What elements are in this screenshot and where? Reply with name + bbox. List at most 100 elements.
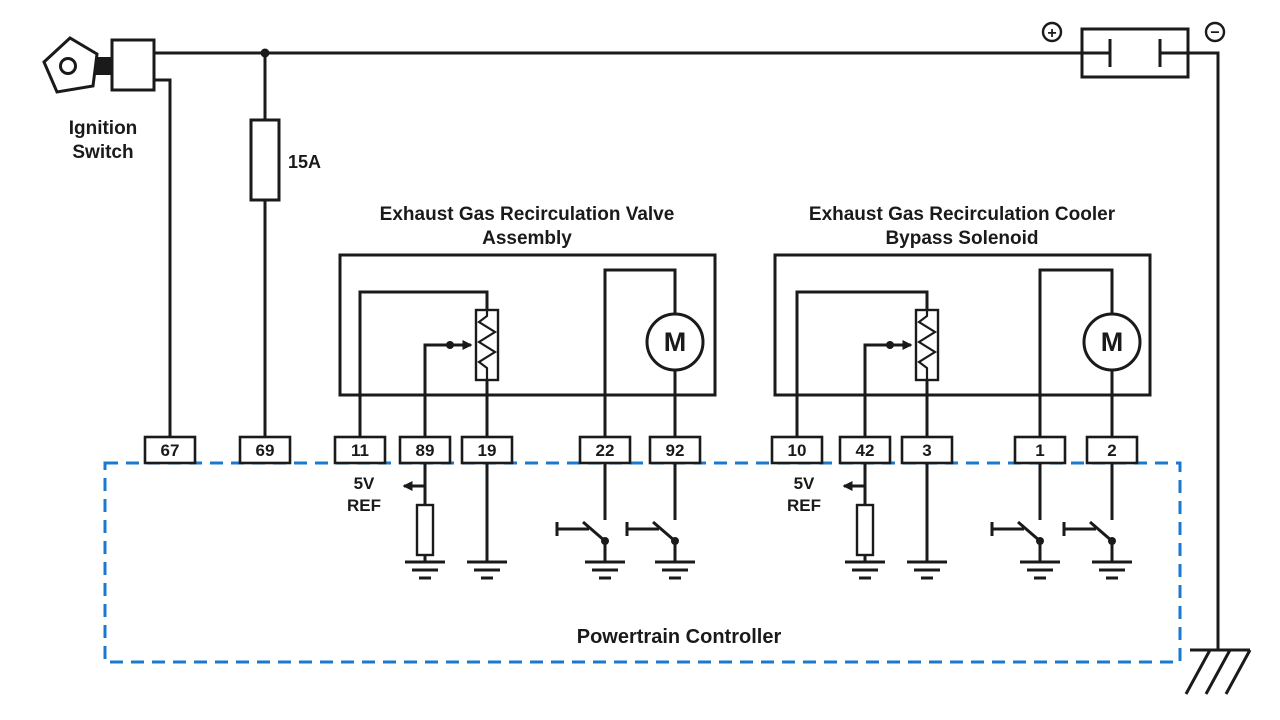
pin-box [333,435,387,465]
egr-cooler-title-line2: Bypass Solenoid [885,228,1038,249]
pin-3: 3 [900,435,954,465]
egr-valve-assembly: Exhaust Gas Recirculation Valve Assembly… [338,204,717,437]
pin-box [770,435,824,465]
wiper-arrow-icon [863,340,913,437]
chassis-ground-symbol [1184,51,1252,695]
pin-label: 3 [922,441,931,460]
pin-box [1013,435,1067,465]
ground-icon [655,560,695,580]
pin-box [398,435,452,465]
egr-cooler-title-line1: Exhaust Gas Recirculation Cooler [809,204,1116,225]
ground-icon [845,560,885,580]
fuse: 15A [249,53,321,437]
motor-feed-wire [603,268,677,437]
sense-circuit-89 [405,463,445,580]
junction-dot [886,341,894,349]
pin-box [460,435,514,465]
chassis-ground [1184,51,1252,695]
pin-label: 92 [666,441,685,460]
ground-icon [1020,560,1060,580]
egr-valve-position-sensor [358,290,500,437]
pin-box [900,435,954,465]
ref-label-line2: REF [347,496,381,515]
wiper-arrow-icon [423,340,473,437]
egr-cooler-position-sensor [795,290,940,437]
motor-label: M [1101,327,1124,357]
key-icon [42,36,99,94]
driver-switch-icon [555,463,607,562]
sensor-supply-wire [795,290,929,437]
pin-label: 69 [256,441,275,460]
fuse-rating-label: 15A [288,152,321,172]
pin-box [143,435,197,465]
pin-box [578,435,632,465]
ignition-switch-label-line2: Switch [72,142,133,163]
low-side-driver-2 [1062,463,1132,580]
controller-label: Powertrain Controller [577,626,782,648]
controller-boundary [103,461,1182,664]
pin-box [648,435,702,465]
junction-dot [1108,537,1116,545]
ref-label-line1: 5V [794,474,815,493]
ground-icon [907,560,947,580]
power-rail [154,48,1082,58]
battery: + − [1041,21,1226,79]
low-side-driver-1 [990,463,1060,580]
low-side-driver-92 [625,463,695,580]
pin-row: 67 69 11 89 19 22 92 10 [143,435,1139,465]
pin-11: 11 [333,435,387,465]
pin-box [1085,435,1139,465]
ref-5v-right: 5V REF [787,474,865,515]
pin-label: 2 [1107,441,1116,460]
sense-circuit-42 [845,463,885,580]
pin-label: 67 [161,441,180,460]
pin-label: 42 [856,441,875,460]
pin-box [838,435,892,465]
junction-dot [1036,537,1044,545]
pin-69: 69 [238,435,292,465]
ref-5v-left: 5V REF [347,474,425,515]
motor-label: M [664,327,687,357]
battery-minus-icon [1204,21,1226,43]
pin-label: 11 [351,441,369,460]
egr-cooler-bypass-solenoid: Exhaust Gas Recirculation Cooler Bypass … [773,204,1152,437]
junction-dot [446,341,454,349]
battery-plus-icon [1041,21,1063,43]
egr-cooler-motor: M [1038,268,1142,437]
pin-label: 10 [788,441,807,460]
egr-valve-motor: M [603,268,705,437]
ground-icon [1092,560,1132,580]
pin-label: 1 [1035,441,1044,460]
pin-box [238,435,292,465]
ref-label-line2: REF [787,496,821,515]
egr-cooler-box [773,253,1152,397]
driver-switch-icon [1062,463,1114,562]
egr-valve-box [338,253,717,397]
ref-label-line1: 5V [354,474,375,493]
pin-67: 67 [143,435,197,465]
ground-circuit-3 [907,463,947,580]
driver-switch-icon [990,463,1042,562]
junction-dot [601,537,609,545]
key-link [95,57,113,75]
pin-2: 2 [1085,435,1139,465]
powertrain-controller: Powertrain Controller 5V REF [103,461,1182,664]
resistor-zigzag-icon [476,311,498,379]
junction-dot [671,537,679,545]
egr-valve-title-line2: Assembly [482,228,572,249]
ground-icon [405,560,445,580]
pin-22: 22 [578,435,632,465]
egr-valve-title-line1: Exhaust Gas Recirculation Valve [380,204,675,225]
battery-minus-sign: − [1210,25,1219,42]
pin-89: 89 [398,435,452,465]
resistor-body [855,503,875,557]
ground-icon [467,560,507,580]
sensor-supply-wire [358,290,489,437]
motor-feed-wire [1038,268,1114,437]
battery-plates [1082,39,1188,67]
pin-label: 19 [478,441,497,460]
pin-92: 92 [648,435,702,465]
low-side-driver-22 [555,463,625,580]
